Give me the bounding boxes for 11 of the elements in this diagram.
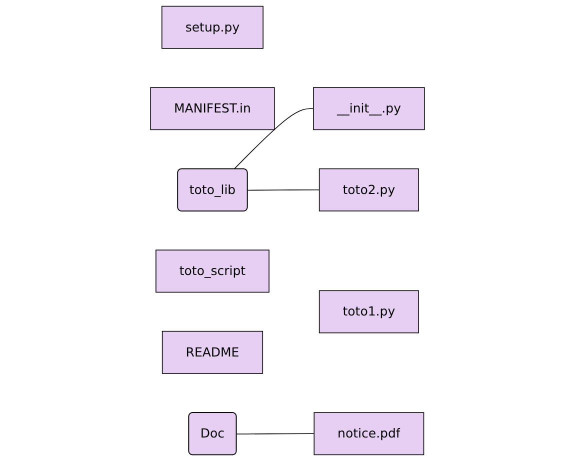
- node-box: toto2.py: [318, 168, 419, 212]
- node-box: __init__.py: [313, 87, 425, 130]
- node-box: setup.py: [162, 6, 264, 49]
- connector: [234, 108, 314, 170]
- node-box: README: [162, 330, 264, 374]
- connector: [247, 189, 320, 191]
- node-box: toto_script: [156, 250, 270, 293]
- node-box: notice.pdf: [314, 412, 424, 456]
- node-box: MANIFEST.in: [150, 87, 275, 130]
- node-box: toto1.py: [318, 290, 419, 334]
- connector: [236, 433, 314, 434]
